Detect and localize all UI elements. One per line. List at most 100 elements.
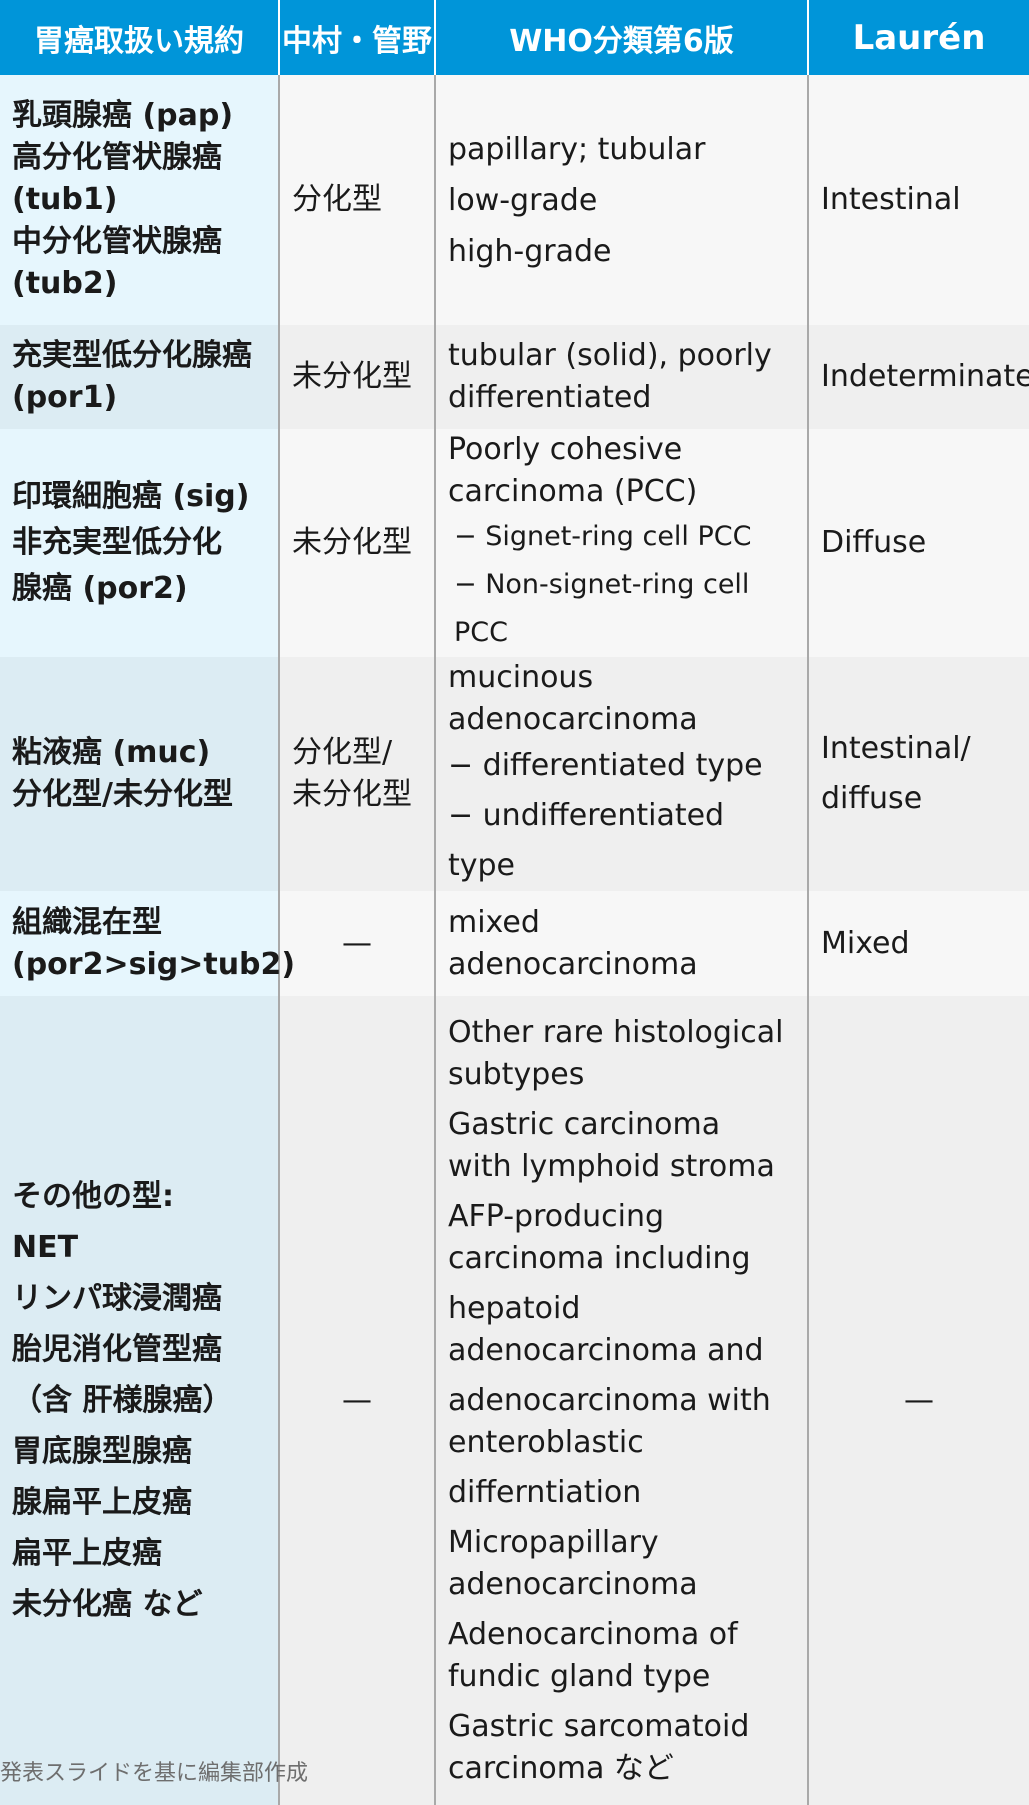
cell-line: 腺扁平上皮癌 xyxy=(12,1485,192,1520)
cell-line: adenocarcinoma xyxy=(448,702,698,737)
table-row: 粘液癌 (muc) 分化型/未分化型 分化型/ 未分化型 mucinous ad… xyxy=(0,657,1029,891)
cell-line: Gastric carcinoma xyxy=(448,1106,721,1142)
cell-line: differentiated xyxy=(448,380,652,415)
cell-jgca: 充実型低分化腺癌 (por1) xyxy=(0,325,280,429)
cell-line: 乳頭腺癌 (pap) xyxy=(12,98,234,133)
cell-lauren: Intestinal/ diffuse xyxy=(808,657,1029,891)
cell-line: mucinous xyxy=(448,660,594,695)
cell-who: Other rare histological subtypes Gastric… xyxy=(435,996,809,1805)
cell-line: 非充実型低分化 xyxy=(12,525,222,560)
cell-line: with lymphoid stroma xyxy=(448,1148,775,1184)
cell-nakamura: — xyxy=(279,891,436,996)
cell-who: Poorly cohesive carcinoma (PCC) − Signet… xyxy=(435,429,809,657)
cell-line: adenocarcinoma with xyxy=(448,1382,771,1418)
cell-line: 扁平上皮癌 xyxy=(12,1536,162,1571)
cell-line: 胎児消化管型癌 xyxy=(12,1332,222,1367)
cell-line: NET xyxy=(12,1230,79,1265)
header-lauren: Laurén xyxy=(808,0,1029,75)
cell-lauren: Indeterminate xyxy=(808,325,1029,429)
table-row: 組織混在型 (por2>sig>tub2) — mixed adenocarci… xyxy=(0,891,1029,996)
cell-line: 粘液癌 (muc) xyxy=(12,735,211,770)
spacer xyxy=(448,1606,795,1614)
cell-line: carcinoma など xyxy=(448,1750,674,1786)
cell-lauren: — xyxy=(808,996,1029,1805)
header-who: WHO分類第6版 xyxy=(435,0,809,75)
cell-line: AFP-producing xyxy=(448,1198,665,1234)
cell-jgca: 印環細胞癌 (sig) 非充実型低分化 腺癌 (por2) xyxy=(0,429,280,657)
cell-line: high-grade xyxy=(448,233,612,269)
cell-line: − differentiated type xyxy=(448,748,763,783)
cell-line: Intestinal/ xyxy=(821,731,971,766)
cell-jgca: 乳頭腺癌 (pap) 高分化管状腺癌 (tub1) 中分化管状腺癌 (tub2) xyxy=(0,75,280,325)
table-row: 充実型低分化腺癌 (por1) 未分化型 tubular (solid), po… xyxy=(0,325,1029,429)
cell-subline: − Non-signet-ring cell PCC xyxy=(454,569,750,648)
cell-line: mixed adenocarcinoma xyxy=(448,904,698,982)
cell-line: tubular (solid), poorly xyxy=(448,338,772,373)
cell-line: low-grade xyxy=(448,182,598,218)
spacer xyxy=(448,1188,795,1196)
spacer xyxy=(448,1698,795,1706)
spacer xyxy=(448,1096,795,1104)
table-row: 乳頭腺癌 (pap) 高分化管状腺癌 (tub1) 中分化管状腺癌 (tub2)… xyxy=(0,75,1029,325)
cell-lauren: Mixed xyxy=(808,891,1029,996)
spacer xyxy=(448,1280,795,1288)
cell-who: tubular (solid), poorly differentiated xyxy=(435,325,809,429)
cell-lauren: Diffuse xyxy=(808,429,1029,657)
cell-line: Gastric sarcomatoid xyxy=(448,1708,750,1744)
cell-who: papillary; tubular low-grade high-grade xyxy=(435,75,809,325)
cell-line: 未分化癌 など xyxy=(12,1587,203,1622)
cell-line: Other rare histological xyxy=(448,1014,784,1050)
cell-nakamura: 分化型/ 未分化型 xyxy=(279,657,436,891)
cell-line: fundic gland type xyxy=(448,1658,711,1694)
cell-nakamura: 未分化型 xyxy=(279,429,436,657)
cell-line: papillary; tubular xyxy=(448,131,706,167)
cell-line: (tub2) xyxy=(12,266,118,301)
cell-subline: − Signet-ring cell PCC xyxy=(454,521,752,552)
cell-lauren: Intestinal xyxy=(808,75,1029,325)
cell-who: mucinous adenocarcinoma − differentiated… xyxy=(435,657,809,891)
cell-who: mixed adenocarcinoma xyxy=(435,891,809,996)
cell-line: 腺癌 (por2) xyxy=(12,571,188,606)
cell-line: 充実型低分化腺癌 xyxy=(12,338,252,373)
cell-jgca: 粘液癌 (muc) 分化型/未分化型 xyxy=(0,657,280,891)
cell-line: (tub1) xyxy=(12,182,118,217)
cell-nakamura: — xyxy=(279,996,436,1805)
cell-line: リンパ球浸潤癌 xyxy=(12,1281,222,1316)
cell-line: enteroblastic xyxy=(448,1424,644,1460)
cell-line: carcinoma (PCC) xyxy=(448,474,698,509)
cell-line: 胃底腺型腺癌 xyxy=(12,1434,192,1469)
source-caption: 発表スライドを基に編集部作成 xyxy=(0,1761,309,1786)
cell-nakamura: 分化型 xyxy=(279,75,436,325)
cell-line: その他の型: xyxy=(12,1179,174,1214)
cell-line: carcinoma including xyxy=(448,1240,751,1276)
cell-line: differntiation xyxy=(448,1474,642,1510)
spacer xyxy=(448,1464,795,1472)
cell-line: adenocarcinoma and xyxy=(448,1332,764,1368)
cell-line: 印環細胞癌 (sig) xyxy=(12,479,250,514)
cell-line: diffuse xyxy=(821,781,923,816)
cell-nakamura: 未分化型 xyxy=(279,325,436,429)
table-row: 印環細胞癌 (sig) 非充実型低分化 腺癌 (por2) 未分化型 Poorl… xyxy=(0,429,1029,657)
cell-jgca: 組織混在型 (por2>sig>tub2) xyxy=(0,891,296,996)
cell-line: 中分化管状腺癌 xyxy=(12,224,222,259)
cell-line: 分化型/未分化型 xyxy=(12,777,233,812)
header-jgca: 胃癌取扱い規約 xyxy=(0,0,280,75)
cell-jgca: その他の型: NET リンパ球浸潤癌 胎児消化管型癌 （含 肝様腺癌） 胃底腺型… xyxy=(0,996,280,1805)
cell-line: adenocarcinoma xyxy=(448,1566,698,1602)
spacer xyxy=(448,1514,795,1522)
table-header-row: 胃癌取扱い規約 中村・管野 WHO分類第6版 Laurén xyxy=(0,0,1029,75)
cell-line: (por2>sig>tub2) xyxy=(12,946,296,982)
header-nakamura-kanno: 中村・管野 xyxy=(279,0,436,75)
cell-line: 組織混在型 xyxy=(12,904,162,940)
cell-line: 高分化管状腺癌 xyxy=(12,140,222,175)
cell-line: − undifferentiated type xyxy=(448,798,725,883)
table-row: その他の型: NET リンパ球浸潤癌 胎児消化管型癌 （含 肝様腺癌） 胃底腺型… xyxy=(0,996,1029,1805)
spacer xyxy=(448,1372,795,1380)
cell-line: 未分化型 xyxy=(292,777,412,812)
cell-line: Adenocarcinoma of xyxy=(448,1616,738,1652)
cell-line: （含 肝様腺癌） xyxy=(12,1383,233,1418)
cell-line: (por1) xyxy=(12,380,118,415)
cell-line: hepatoid xyxy=(448,1290,581,1326)
